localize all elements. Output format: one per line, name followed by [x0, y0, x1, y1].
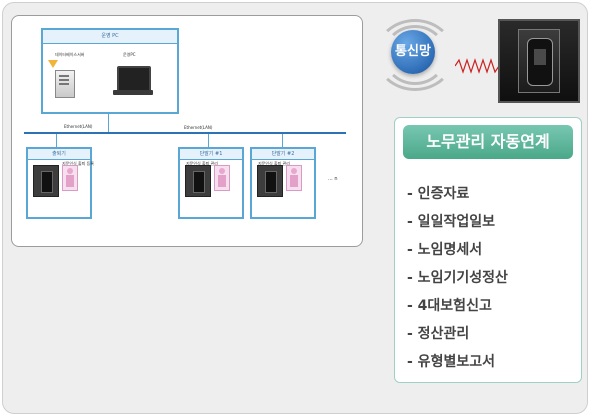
person-icon [62, 165, 78, 191]
connector-line [282, 134, 283, 148]
list-item: - 4대보험신고 [407, 298, 492, 314]
network-label-right: Ethernet(LAN) [184, 125, 213, 130]
device-box-terminal-2: 단말기 #2 지문인식 출퇴 관리 [250, 147, 316, 219]
list-item: - 일일작업일보 [407, 214, 495, 230]
signal-wave-icon [383, 25, 447, 85]
labor-management-panel: 노무관리 자동연계 - 인증자료 - 일일작업일보 - 노임명세서 - 노임기기… [394, 117, 582, 383]
network-diagram: 운영 PC 데이터베이스서버 운영PC Ethernet(LAN) Ethern… [11, 15, 363, 247]
biometric-terminal-image [498, 19, 580, 103]
operation-pc-title: 운영 PC [43, 30, 177, 44]
pc-label: 운영PC [123, 52, 136, 57]
device-title: 단말기 #2 [252, 149, 314, 160]
list-item: - 인증자료 [407, 186, 470, 202]
device-caption: 지문인식 출퇴 등록 [62, 161, 94, 166]
arrow-icon [48, 60, 58, 68]
device-title: 출퇴기 [28, 149, 90, 160]
list-item: - 정산관리 [407, 326, 470, 342]
network-label-left: Ethernet(LAN) [64, 124, 93, 129]
list-item: - 유형별보고서 [407, 354, 495, 370]
device-caption: 지문인식 출퇴 관리 [186, 161, 218, 166]
keyboard-icon [113, 90, 153, 95]
labor-management-title: 노무관리 자동연계 [403, 125, 573, 159]
operation-pc-box: 운영 PC 데이터베이스서버 운영PC [41, 28, 179, 114]
computer-icon [117, 66, 151, 92]
terminal-screen-icon [527, 38, 553, 86]
server-icon [55, 70, 75, 98]
ethernet-bus [24, 132, 346, 134]
person-icon [214, 165, 230, 191]
connector-line [108, 112, 109, 132]
list-item: - 노임기기성정산 [407, 270, 508, 286]
network-badge: 통신망 [391, 30, 435, 74]
device-box-terminal-1: 단말기 #1 지문인식 출퇴 관리 [178, 147, 244, 219]
more-devices-label: ... n [328, 176, 338, 182]
person-icon [286, 165, 302, 191]
connector-line [208, 134, 209, 148]
server-label: 데이터베이스서버 [55, 52, 85, 57]
connector-line [56, 134, 57, 148]
fingerprint-terminal-icon [185, 165, 211, 197]
labor-items-list: - 인증자료 - 일일작업일보 - 노임명세서 - 노임기기성정산 - 4대보험… [407, 180, 508, 376]
device-title: 단말기 #1 [180, 149, 242, 160]
device-caption: 지문인식 출퇴 관리 [258, 161, 290, 166]
signal-wave-icon [375, 19, 455, 91]
list-item: - 노임명세서 [407, 242, 483, 258]
device-box-attendance: 출퇴기 지문인식 출퇴 등록 [26, 147, 94, 219]
signal-zigzag-icon [455, 58, 500, 74]
fingerprint-terminal-icon [33, 165, 59, 197]
fingerprint-terminal-icon [257, 165, 283, 197]
